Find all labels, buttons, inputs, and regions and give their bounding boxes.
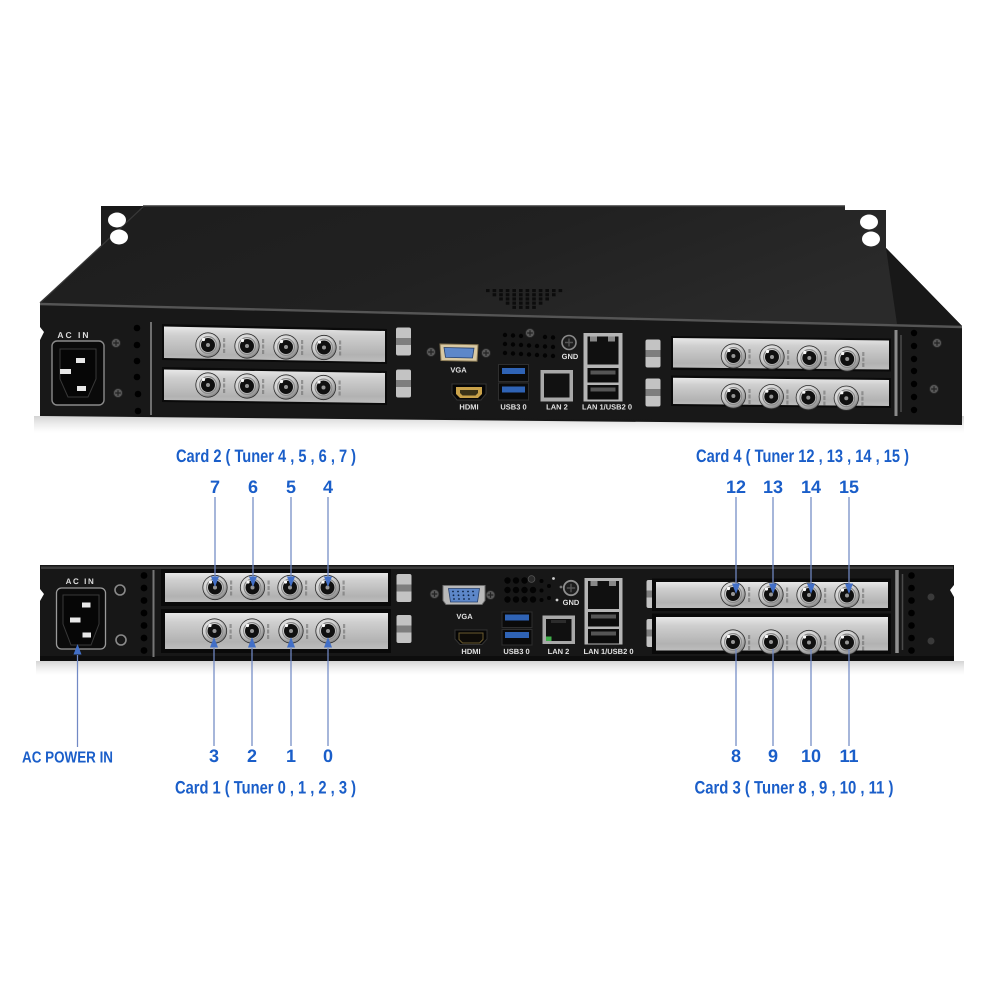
svg-text:LAN 1/USB2 0: LAN 1/USB2 0: [582, 403, 632, 412]
svg-text:11: 11: [839, 746, 858, 766]
svg-text:10: 10: [801, 746, 821, 766]
svg-text:USB3 0: USB3 0: [503, 647, 529, 656]
svg-text:14: 14: [801, 477, 821, 497]
svg-text:AC IN: AC IN: [57, 330, 90, 340]
svg-text:AC POWER IN: AC POWER IN: [22, 750, 113, 767]
svg-text:VGA: VGA: [456, 612, 473, 621]
svg-text:12: 12: [726, 477, 746, 497]
svg-text:GND: GND: [562, 352, 579, 361]
svg-text:GND: GND: [563, 598, 580, 607]
svg-text:LAN 2: LAN 2: [546, 403, 568, 412]
svg-text:2: 2: [247, 746, 257, 766]
svg-text:4: 4: [323, 477, 333, 497]
svg-text:8: 8: [731, 746, 741, 766]
svg-text:1: 1: [286, 746, 296, 766]
svg-text:15: 15: [839, 477, 859, 497]
svg-text:7: 7: [210, 477, 220, 497]
svg-text:Card 2 ( Tuner 4 , 5 , 6 , 7 ): Card 2 ( Tuner 4 , 5 , 6 , 7 ): [176, 446, 356, 466]
svg-text:VGA: VGA: [450, 366, 467, 375]
svg-text:5: 5: [286, 477, 296, 497]
svg-text:HDMI: HDMI: [459, 403, 478, 412]
svg-text:6: 6: [248, 477, 258, 497]
svg-text:HDMI: HDMI: [461, 647, 480, 656]
svg-text:AC IN: AC IN: [66, 577, 96, 586]
svg-text:USB3 0: USB3 0: [500, 403, 526, 412]
svg-text:0: 0: [323, 746, 333, 766]
svg-text:3: 3: [209, 746, 219, 766]
svg-text:Card 1 ( Tuner 0 , 1 , 2 , 3 ): Card 1 ( Tuner 0 , 1 , 2 , 3 ): [175, 778, 356, 798]
svg-text:13: 13: [763, 477, 783, 497]
svg-text:9: 9: [768, 746, 778, 766]
svg-text:Card 3 ( Tuner 8 , 9 , 10 , 11: Card 3 ( Tuner 8 , 9 , 10 , 11 ): [695, 778, 894, 798]
svg-text:LAN 1/USB2 0: LAN 1/USB2 0: [583, 647, 633, 656]
svg-text:Card 4 ( Tuner 12 , 13 , 14 ,: Card 4 ( Tuner 12 , 13 , 14 , 15 ): [696, 446, 909, 466]
svg-text:LAN 2: LAN 2: [548, 647, 570, 656]
